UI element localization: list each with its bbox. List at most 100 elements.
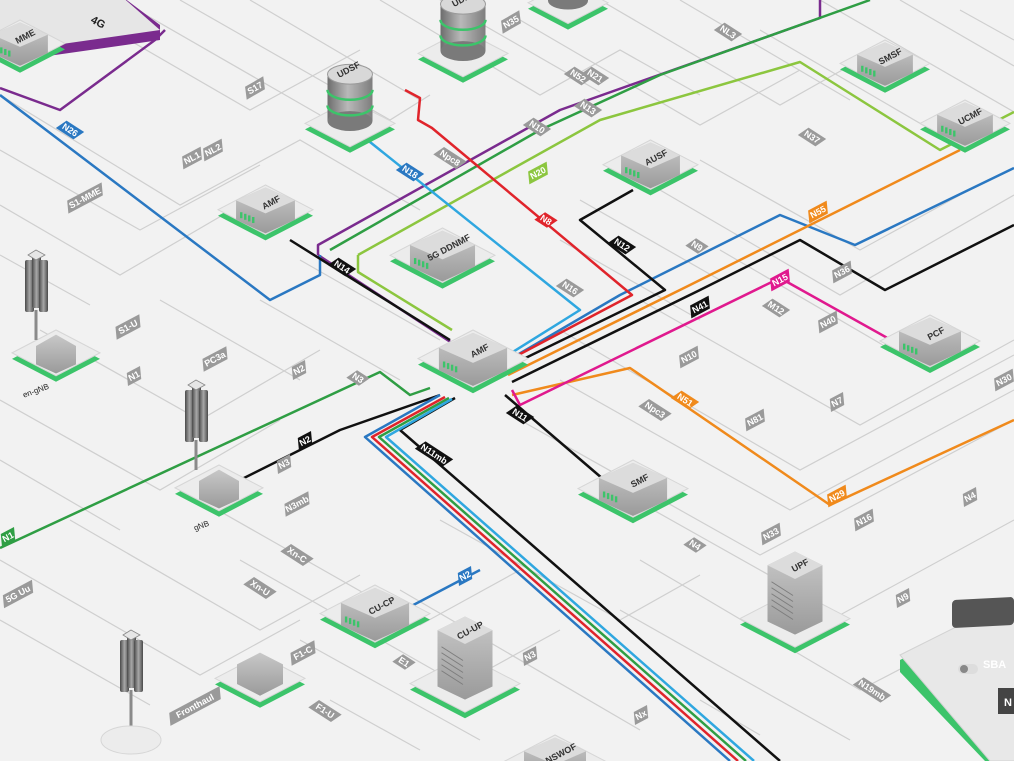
interface-tag-n2_b: N2	[298, 431, 313, 451]
link-blue-n26	[0, 94, 322, 302]
interface-tag-label: Fronthaul	[174, 692, 215, 720]
node-cu-cp[interactable]: CU-CP	[318, 584, 432, 649]
link-green-left	[0, 370, 431, 550]
node-udm[interactable]: UDM	[416, 0, 510, 83]
node-ausf[interactable]: AUSF	[601, 139, 700, 196]
interface-tag-n15: N15	[770, 268, 790, 292]
interface-tag-f1u: F1-U	[308, 699, 342, 723]
interface-tag-n55: N55	[808, 200, 828, 224]
node-5g-ddnmf[interactable]: 5G DDNMF	[388, 227, 497, 289]
interface-tag-label: Nx	[634, 708, 649, 722]
link-green-top	[329, 0, 871, 252]
interface-tag-n3_a: N3	[346, 370, 370, 386]
link-lightblue-n18	[354, 129, 582, 362]
status-lights	[625, 167, 640, 179]
node-label: UDM	[450, 0, 473, 9]
interface-tag-n41: N41	[690, 295, 710, 319]
interface-tag-n9_b: N9	[896, 588, 910, 608]
status-lights	[0, 47, 11, 57]
node-gnb[interactable]: gNB	[173, 464, 265, 533]
interface-tag-label: N2	[458, 569, 473, 583]
bundle-lightblue	[384, 397, 755, 761]
node-smsf[interactable]: SMSF	[838, 39, 932, 93]
node-pcf[interactable]: PCF	[878, 314, 982, 373]
interface-tag-label: N3	[277, 457, 292, 471]
interface-tag-n21: N21	[580, 66, 610, 86]
interface-tag-nl2: NL2	[203, 138, 223, 162]
interface-tag-n19mb: N19mb	[852, 677, 892, 703]
link-orange-n55	[507, 148, 961, 377]
interface-tag-nx: Nx	[634, 705, 649, 725]
interface-tag-n35: N35	[501, 10, 521, 34]
link-orange-n51	[511, 366, 1014, 507]
interface-tag-f1c: F1-C	[290, 640, 316, 666]
link-red-n8	[404, 88, 634, 364]
interface-tag-label: N4	[687, 538, 702, 553]
bundle-blue	[363, 393, 731, 761]
node-amf-main[interactable]: AMF	[416, 329, 530, 394]
server-grille	[441, 646, 464, 685]
server-grille	[771, 581, 794, 620]
interface-tag-n16_b: N16	[854, 508, 874, 532]
interface-tag-label: N2	[298, 434, 313, 448]
bundle-green	[377, 396, 747, 761]
status-lights	[413, 258, 429, 269]
interface-tag-n3_c: N3	[523, 646, 538, 666]
status-lights	[344, 616, 360, 628]
status-lights	[941, 125, 956, 137]
interface-tag-label: N2	[292, 363, 307, 377]
antenna-en-gnb	[25, 249, 48, 340]
caption-en-gnb: en-gNB	[22, 382, 51, 400]
interface-tag-n2_c: N2	[458, 566, 473, 586]
node-upf[interactable]: UPF	[738, 551, 852, 654]
interface-tag-n40: N40	[818, 310, 838, 334]
node-du[interactable]	[213, 652, 307, 708]
status-lights	[602, 491, 618, 503]
link-magenta-n15	[510, 276, 901, 407]
interface-tag-n11mb: N11mb	[414, 441, 454, 467]
interface-tag-n2_a: N2	[292, 360, 307, 380]
interface-tag-n36: N36	[832, 260, 852, 284]
interface-tag-s1mme: S1-MME	[67, 182, 103, 214]
link-black-n14	[289, 238, 451, 342]
status-lights	[240, 212, 255, 224]
status-lights	[903, 343, 918, 355]
interface-tag-label: N7	[830, 395, 845, 409]
interface-tag-n8: N8	[534, 212, 558, 228]
node-nswof[interactable]: NSWOF	[503, 734, 607, 761]
interface-tag-label: N3mb	[284, 493, 311, 514]
interface-tag-xnc: Xn-C	[280, 543, 314, 567]
interface-tag-label: N3	[523, 649, 538, 663]
antenna-base	[100, 725, 162, 755]
caption-gnb: gNB	[193, 519, 211, 533]
interface-tag-label: N1	[1, 530, 16, 544]
interface-tag-label: N8	[538, 213, 553, 228]
node-db-top[interactable]: UDM	[526, 0, 610, 30]
node-en-gnb[interactable]: en-gNB	[10, 329, 102, 400]
node-amf-top[interactable]: AMF	[216, 184, 315, 241]
interface-tag-e1: E1	[392, 654, 416, 670]
interface-tag-pc3a: PC3a	[202, 346, 228, 372]
interface-tag-fronthaul: Fronthaul	[169, 686, 221, 726]
interface-tag-n4_a: N4	[683, 537, 707, 553]
node-smf[interactable]: SMF	[576, 459, 690, 524]
bundle-red	[370, 395, 739, 761]
interface-tag-n1_b: N1	[1, 527, 16, 547]
interface-tag-label: N3	[350, 371, 365, 386]
interface-tag-n14: N14	[327, 257, 357, 277]
node-cu-up[interactable]: CU-UP	[408, 616, 522, 719]
status-lights	[442, 361, 458, 373]
interface-tag-label: E1	[397, 655, 412, 669]
interface-tag-n81: N81	[745, 408, 765, 432]
node-ucmf[interactable]: UCMF	[918, 99, 1012, 153]
link-black-n2	[239, 393, 441, 482]
interface-tag-nl3: NL3	[713, 22, 743, 42]
interface-tag-n30: N30	[994, 368, 1014, 392]
antenna-gnb	[185, 379, 208, 470]
node-mme[interactable]: MME	[0, 19, 67, 73]
link-lime	[356, 60, 1014, 332]
